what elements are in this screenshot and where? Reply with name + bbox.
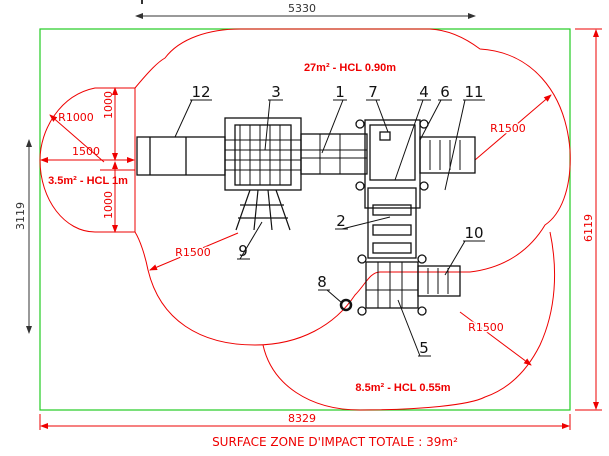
right-dimension: 6119 [575, 28, 602, 411]
item-7 [379, 131, 391, 141]
radius-left-leader [49, 114, 105, 163]
bridge-1 [300, 133, 368, 175]
left-dimension-label: 3119 [14, 202, 27, 230]
part-labels: 12 3 1 7 4 6 11 2 9 10 8 5 [191, 83, 483, 357]
left-lower-dim-label: 1000 [102, 191, 115, 219]
left-zone-label: 3.5m² - HCL 1m [48, 175, 128, 187]
part-label-4: 4 [419, 83, 429, 101]
part-label-11: 11 [464, 83, 483, 101]
lower-zone-label: 8.5m² - HCL 0.55m [355, 382, 450, 394]
main-impact-zone-outline [134, 28, 571, 346]
tower-3 [224, 117, 302, 191]
part-label-9: 9 [238, 242, 248, 260]
boundary-rectangle [39, 28, 571, 411]
ladder-11 [419, 136, 476, 174]
left-dimension: 3119 [14, 139, 32, 334]
radius-top-right-leader [474, 94, 552, 161]
main-zone-label: 27m² - HCL 0.90m [304, 62, 396, 74]
part-label-5: 5 [419, 339, 429, 357]
part-label-6: 6 [440, 83, 450, 101]
radius-mid-left-leader [149, 232, 239, 271]
item-8 [339, 298, 353, 312]
part-label-7: 7 [368, 83, 378, 101]
bottom-dimension-label: 8329 [288, 412, 316, 425]
part-label-1: 1 [335, 83, 345, 101]
part-label-12: 12 [191, 83, 210, 101]
radius-left-label: R1000 [58, 111, 94, 124]
top-dimension: 5330 [135, 0, 476, 19]
right-dimension-label: 6119 [582, 214, 595, 242]
top-dimension-label: 5330 [288, 2, 316, 15]
platform-5 [365, 261, 419, 309]
radius-top-right-label: R1500 [490, 122, 526, 135]
bottom-dimension: 8329 [39, 412, 571, 430]
stairs-2 [367, 187, 417, 259]
lower-impact-zone-outline [262, 231, 556, 411]
part-label-2: 2 [336, 212, 346, 230]
total-surface-caption: SURFACE ZONE D'IMPACT TOTALE : 39m² [212, 435, 458, 449]
part-label-8: 8 [317, 273, 327, 291]
left-upper-dim-label: 1000 [102, 91, 115, 119]
ladder-10 [417, 265, 461, 297]
part-label-3: 3 [271, 83, 281, 101]
play-structure [136, 117, 476, 316]
radius-bottom-right-leader [459, 311, 532, 366]
radius-bottom-right-label: R1500 [468, 321, 504, 334]
part-label-10: 10 [464, 224, 483, 242]
left-width-dim-label: 1500 [72, 145, 100, 158]
radius-mid-left-label: R1500 [175, 246, 211, 259]
net-9 [235, 189, 291, 231]
